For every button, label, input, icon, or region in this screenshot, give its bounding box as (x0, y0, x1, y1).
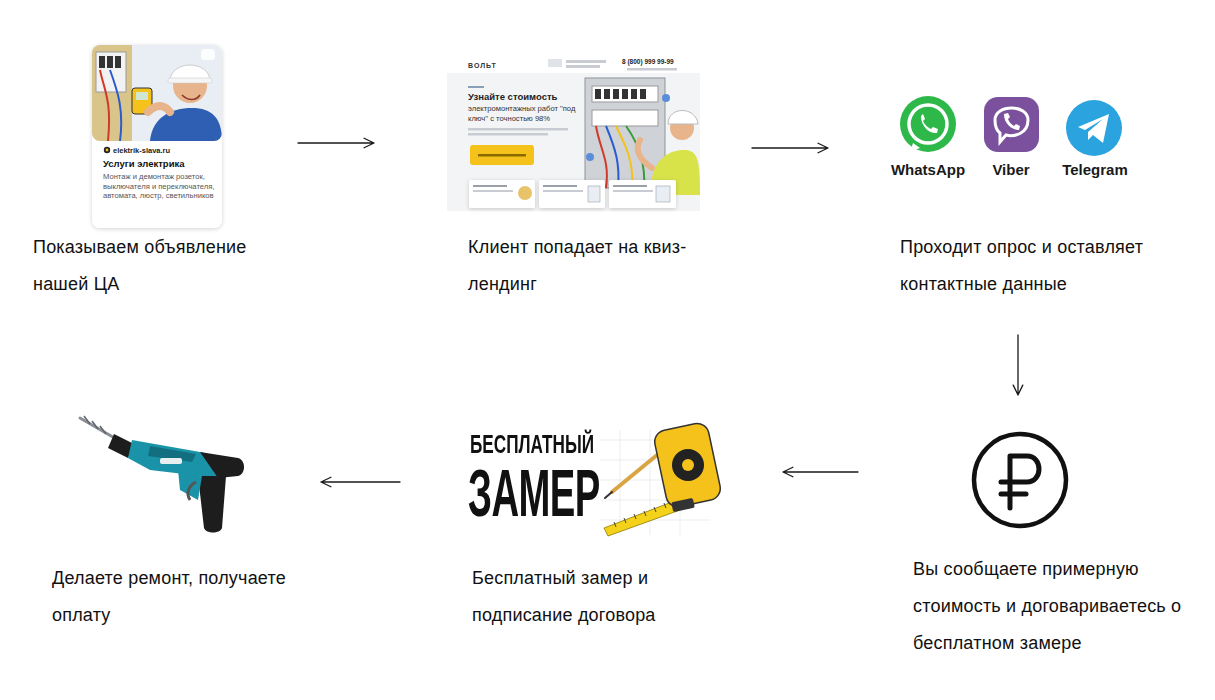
whatsapp-icon (900, 96, 956, 152)
brand-name: ВОЛЬТ (468, 61, 528, 70)
step-caption: Клиент попадает на квиз-лендинг (468, 229, 696, 303)
landing-heading: Узнайте стоимость (468, 91, 580, 103)
flow-arrow (298, 138, 374, 148)
site-url: elektrik-slava.ru (113, 146, 218, 155)
landing-subhead: электромонтажных работ "под ключ" с точн… (468, 104, 580, 124)
messenger-name: WhatsApp (878, 161, 978, 179)
step-caption: Делаете ремонт, получаете оплату (52, 560, 318, 634)
step-node: Делаете ремонт, получаете оплату (30, 395, 321, 670)
ruble-symbol (974, 434, 1066, 526)
step-node: Вы сообщаете примерную стоимость и догов… (858, 395, 1208, 670)
phone-number: 8 (800) 999 99-99 (622, 58, 698, 66)
step-node: Клиент попадает на квиз-лендинг (374, 40, 752, 335)
flow-arrow (1013, 335, 1023, 395)
ad-description: Монтаж и демонтаж розеток, выключателя и… (103, 172, 215, 201)
landing-screenshot (447, 55, 700, 211)
messenger-name: Viber (971, 161, 1051, 179)
step-caption: Бесплатный замер и подписание договора (472, 560, 720, 634)
ad-title: Услуги электрика (103, 158, 218, 170)
flow-arrow (783, 467, 858, 477)
step-node: Бесплатный замер и подписание договора (400, 395, 783, 670)
step-caption: Проходит опрос и оставляет контактные да… (900, 229, 1185, 303)
flow-arrow (752, 143, 828, 153)
hammer-drill (80, 416, 244, 533)
tape-measure (600, 421, 723, 536)
viber-icon (984, 97, 1039, 152)
step-caption: Показываем объявление нашей ЦА (33, 229, 288, 303)
step-caption: Вы сообщаете примерную стоимость и догов… (913, 551, 1203, 662)
promo-word: ЗАМЕР (468, 458, 596, 528)
step-node: Проходит опрос и оставляет контактные да… (828, 40, 1190, 335)
telegram-icon (1066, 100, 1122, 156)
messenger-name: Telegram (1049, 161, 1141, 179)
flow-arrow (321, 477, 400, 487)
ad-card (92, 45, 222, 228)
promo-word: БЕСПЛАТНЫЙ (470, 430, 582, 458)
